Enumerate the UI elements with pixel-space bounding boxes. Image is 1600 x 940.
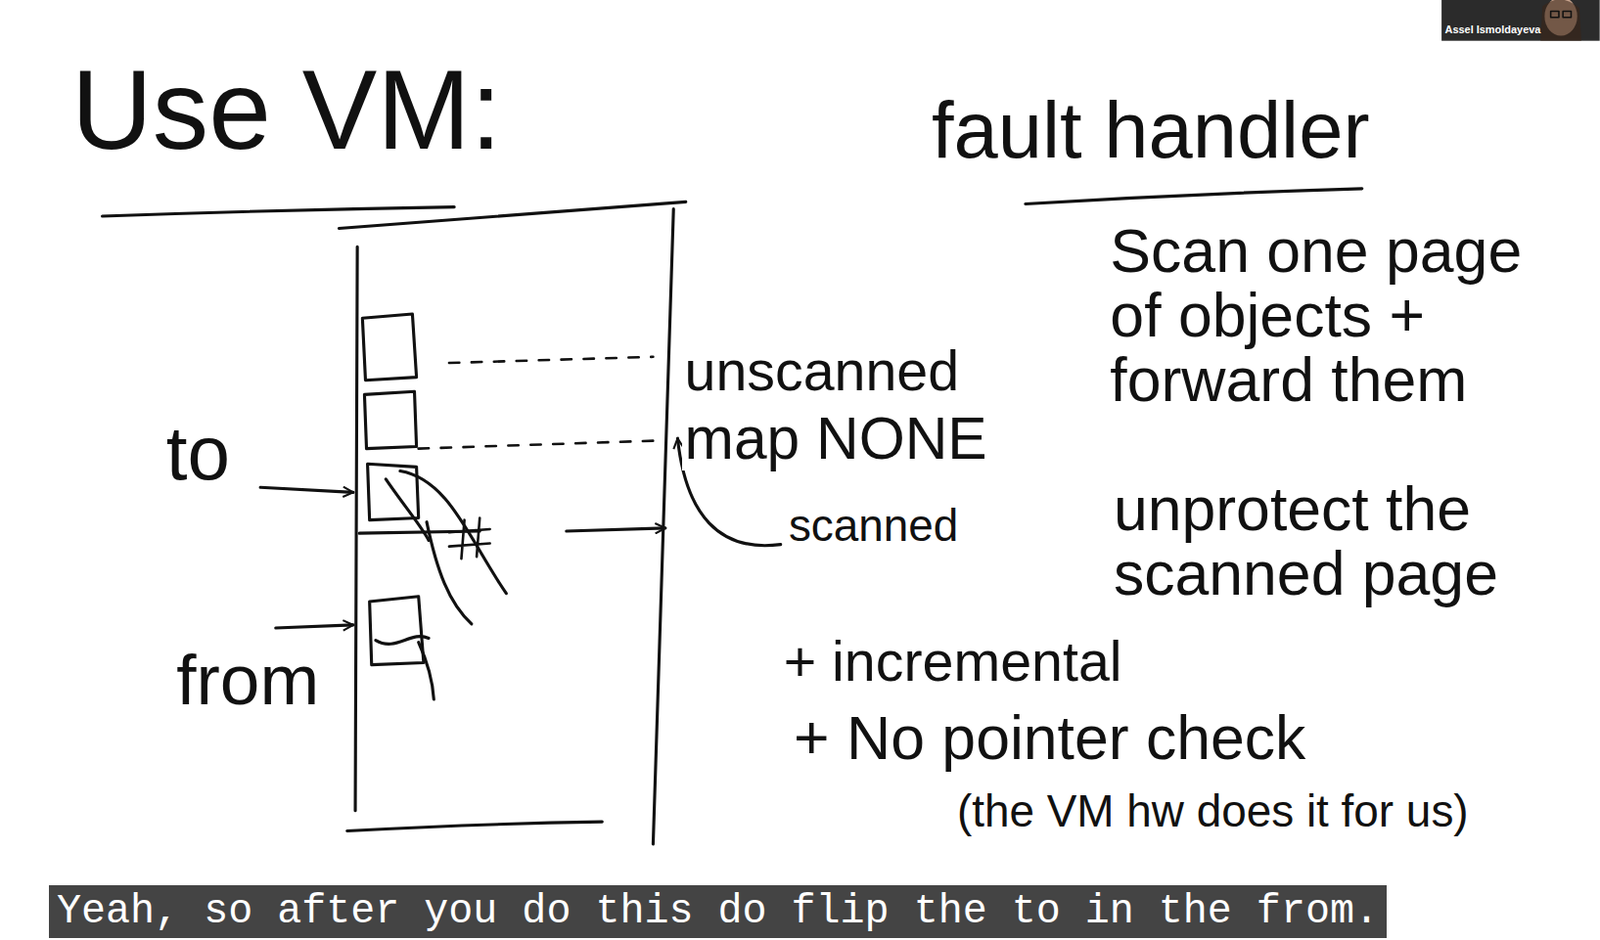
title-underline xyxy=(102,207,456,217)
note: + No pointer check xyxy=(790,706,1309,772)
page-boundary xyxy=(449,357,653,364)
object-box xyxy=(362,314,416,381)
webcam-hair xyxy=(1540,0,1582,42)
region-left xyxy=(355,246,358,811)
slide-title: Use VM: xyxy=(71,50,503,169)
object-box xyxy=(369,596,424,666)
region-right xyxy=(652,209,674,845)
scan-pointer xyxy=(566,528,666,532)
presenter-name: Assel Ismoldayeva xyxy=(1445,24,1542,37)
region-label: unscanned xyxy=(682,341,963,401)
pointer-curve xyxy=(400,471,506,595)
forward-mark xyxy=(449,517,491,559)
to-pointer xyxy=(260,487,354,493)
webcam-frame xyxy=(1441,0,1600,42)
glasses xyxy=(1562,10,1571,17)
region-label: map NONE xyxy=(682,408,991,471)
heading-underline xyxy=(1025,188,1363,205)
glasses xyxy=(1551,10,1559,17)
note: + incremental xyxy=(780,632,1126,691)
space-label: to xyxy=(163,412,233,494)
region-top xyxy=(338,201,686,229)
space-label: from xyxy=(173,642,322,719)
pointer-curve xyxy=(375,637,429,645)
subtitle-caption: Yeah, so after you do this do flip the t… xyxy=(48,885,1387,939)
object-box xyxy=(364,391,416,449)
pointer-curve xyxy=(418,642,435,700)
page-boundary xyxy=(418,440,664,449)
note: Scan one page of objects + forward them xyxy=(1106,219,1593,412)
region-label: scanned xyxy=(785,502,961,549)
from-pointer xyxy=(275,625,354,629)
pointer-curve xyxy=(385,479,429,542)
note: unprotect the scanned page xyxy=(1110,477,1597,606)
region-bottom xyxy=(347,822,603,831)
pointer-curve xyxy=(426,522,472,625)
heading: fault handler xyxy=(928,88,1373,172)
note: (the VM hw does it for us) xyxy=(954,787,1472,835)
